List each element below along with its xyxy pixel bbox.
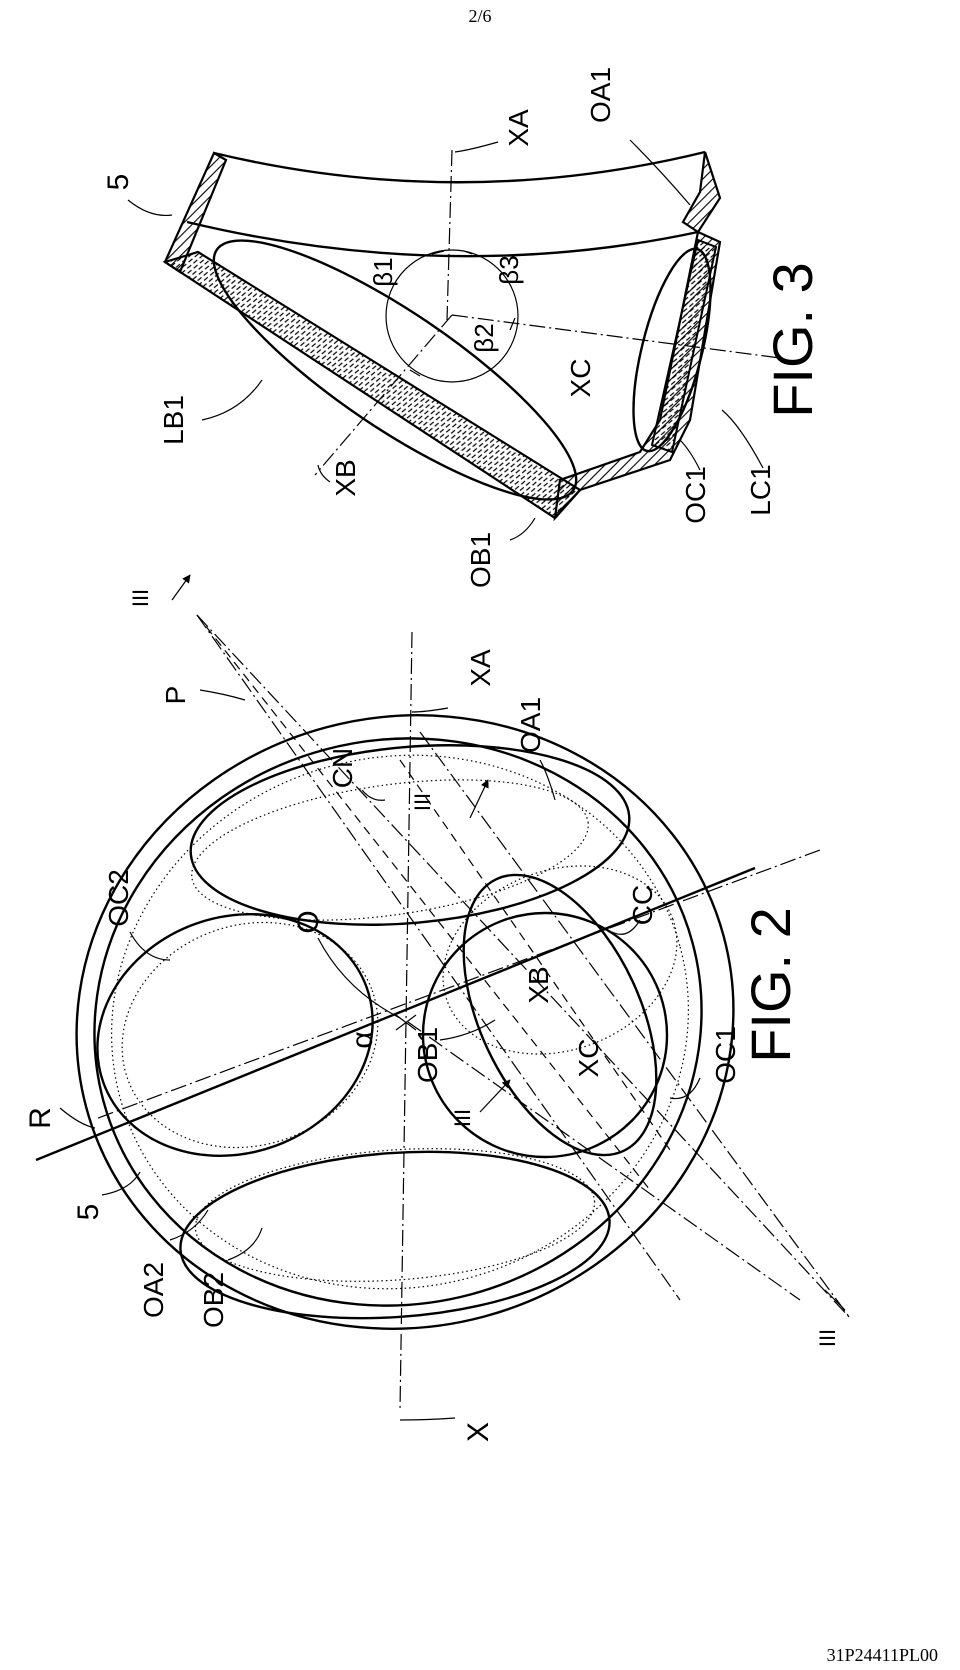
fig3-leader-xa — [454, 141, 499, 153]
leader-o — [317, 937, 401, 1019]
leader-xa — [411, 707, 449, 713]
fig2-label-r: R — [24, 1107, 57, 1129]
fig3-face-lb1 — [162, 250, 582, 520]
fig3-axis-xb — [314, 314, 453, 476]
fig2-caption: FIG. 2 — [739, 907, 802, 1063]
opening-oa2 — [179, 1150, 611, 1320]
figure-2: R 5 OA2 OB2 X III OC2 O α OB1 III XB XC … — [24, 574, 851, 1442]
leader-ob2 — [227, 1227, 263, 1261]
page-number: 2/6 — [468, 6, 492, 26]
fig2-label-iii-mid: III — [450, 1109, 475, 1127]
fig3-label-5: 5 — [102, 174, 135, 191]
fig3-label-beta3: β3 — [494, 255, 524, 284]
fig3-right-rim — [681, 151, 722, 234]
fig3-leader-ob1 — [509, 517, 536, 541]
fig3-angle-circle — [385, 249, 519, 383]
sphere-dotted-shell — [111, 754, 689, 1290]
sphere-inner — [93, 737, 703, 1307]
fig2-label-p: P — [160, 686, 191, 705]
figure-3: 5 LB1 XB OB1 β1 β2 β3 XC OC1 LC1 XA OA1 … — [102, 67, 824, 588]
fig3-label-beta1: β1 — [368, 257, 398, 286]
fig3-label-xa: XA — [503, 109, 534, 147]
fig2-label-cn: CN — [327, 748, 358, 788]
fig3-leader-oa1 — [629, 139, 691, 206]
opening-oa1-dotted — [191, 779, 589, 921]
fig3-label-lc1: LC1 — [745, 464, 776, 515]
cone-line — [399, 759, 671, 1151]
fig3-label-oa1: OA1 — [585, 67, 616, 123]
opening-cc-dotted — [442, 865, 678, 1055]
opening-oa1 — [189, 744, 631, 926]
leader-x — [399, 1417, 456, 1421]
fig3-label-beta2: β2 — [469, 323, 499, 352]
fig3-label-lb1: LB1 — [158, 395, 189, 445]
leader-cn — [361, 789, 386, 801]
leader-oa1 — [539, 759, 556, 801]
document-reference: 31P24411PL00 — [826, 1645, 938, 1665]
section-arrow-iii-bottom — [824, 1289, 846, 1311]
section-arrow-iii-top — [171, 574, 191, 601]
fig3-outer-arc — [213, 150, 706, 184]
sphere-outer — [75, 714, 735, 1330]
axis-r-line — [35, 866, 756, 1162]
fig2-label-o: O — [292, 910, 325, 933]
fig3-axis-xc — [451, 314, 781, 359]
fig3-label-xc: XC — [565, 359, 596, 398]
fig3-leader-lc1 — [721, 409, 764, 469]
fig2-label-oa1: OA1 — [515, 697, 546, 753]
opening-oc1 — [462, 873, 658, 1157]
construction-line-5 — [407, 1021, 801, 1301]
leader-r — [59, 1107, 96, 1129]
fig3-label-ob1: OB1 — [465, 532, 496, 588]
construction-line-3 — [419, 731, 851, 1319]
fig3-axis-xa — [446, 149, 453, 321]
section-arrow-iii-mid — [479, 1079, 511, 1113]
fig3-opening-oc1 — [632, 247, 712, 453]
leader-ob1 — [439, 1019, 496, 1041]
construction-line-1 — [196, 614, 851, 1319]
fig3-caption: FIG. 3 — [761, 262, 824, 418]
fig3-label-xb: XB — [330, 459, 361, 496]
fig3-leader-oc1 — [679, 439, 701, 471]
construction-line-4 — [97, 849, 821, 1119]
axis-x-line — [399, 631, 413, 1411]
construction-line-2 — [196, 614, 681, 1301]
opening-oc2-dotted — [121, 921, 379, 1149]
leader-oa2 — [169, 1209, 209, 1241]
fig2-label-alpha: α — [346, 1031, 379, 1048]
plane-p-line — [196, 614, 651, 1191]
fig2-label-ob1: OB1 — [412, 1027, 443, 1083]
fig2-label-iii-bottom: III — [815, 1329, 840, 1347]
leader-oc2 — [129, 931, 171, 961]
fig3-leader-lb1 — [201, 379, 263, 421]
fig2-label-oa2: OA2 — [138, 1262, 169, 1318]
fig3-leader-5 — [127, 199, 173, 217]
leader-cc — [611, 919, 641, 935]
fig2-label-5: 5 — [72, 1204, 105, 1221]
fig3-leader-xb — [317, 464, 331, 483]
section-arrow-iii-upper — [469, 779, 489, 819]
fig2-label-ob2: OB2 — [198, 1272, 229, 1328]
fig2-label-xc: XC — [573, 1039, 604, 1078]
fig2-label-iii-top: III — [128, 589, 153, 607]
leader-5 — [101, 1171, 141, 1196]
opening-oa2-dotted — [194, 1148, 596, 1282]
fig2-label-xa: XA — [465, 649, 496, 687]
fig2-label-cc: CC — [627, 885, 658, 925]
fig3-label-oc1: OC1 — [680, 466, 711, 524]
fig2-label-oc2: OC2 — [103, 869, 134, 927]
fig3-angle-arrows — [409, 250, 516, 377]
fig2-label-xb: XB — [523, 966, 554, 1003]
fig2-label-iii-upper: III — [410, 793, 435, 811]
leader-p — [199, 689, 246, 701]
fig2-label-x: X — [462, 1422, 495, 1442]
opening-ob1 — [421, 911, 669, 1159]
leader-oc1 — [669, 1077, 701, 1100]
fig3-inner-arc — [186, 220, 699, 258]
fig2-label-oc1: OC1 — [710, 1026, 741, 1084]
opening-oc2 — [96, 913, 374, 1157]
